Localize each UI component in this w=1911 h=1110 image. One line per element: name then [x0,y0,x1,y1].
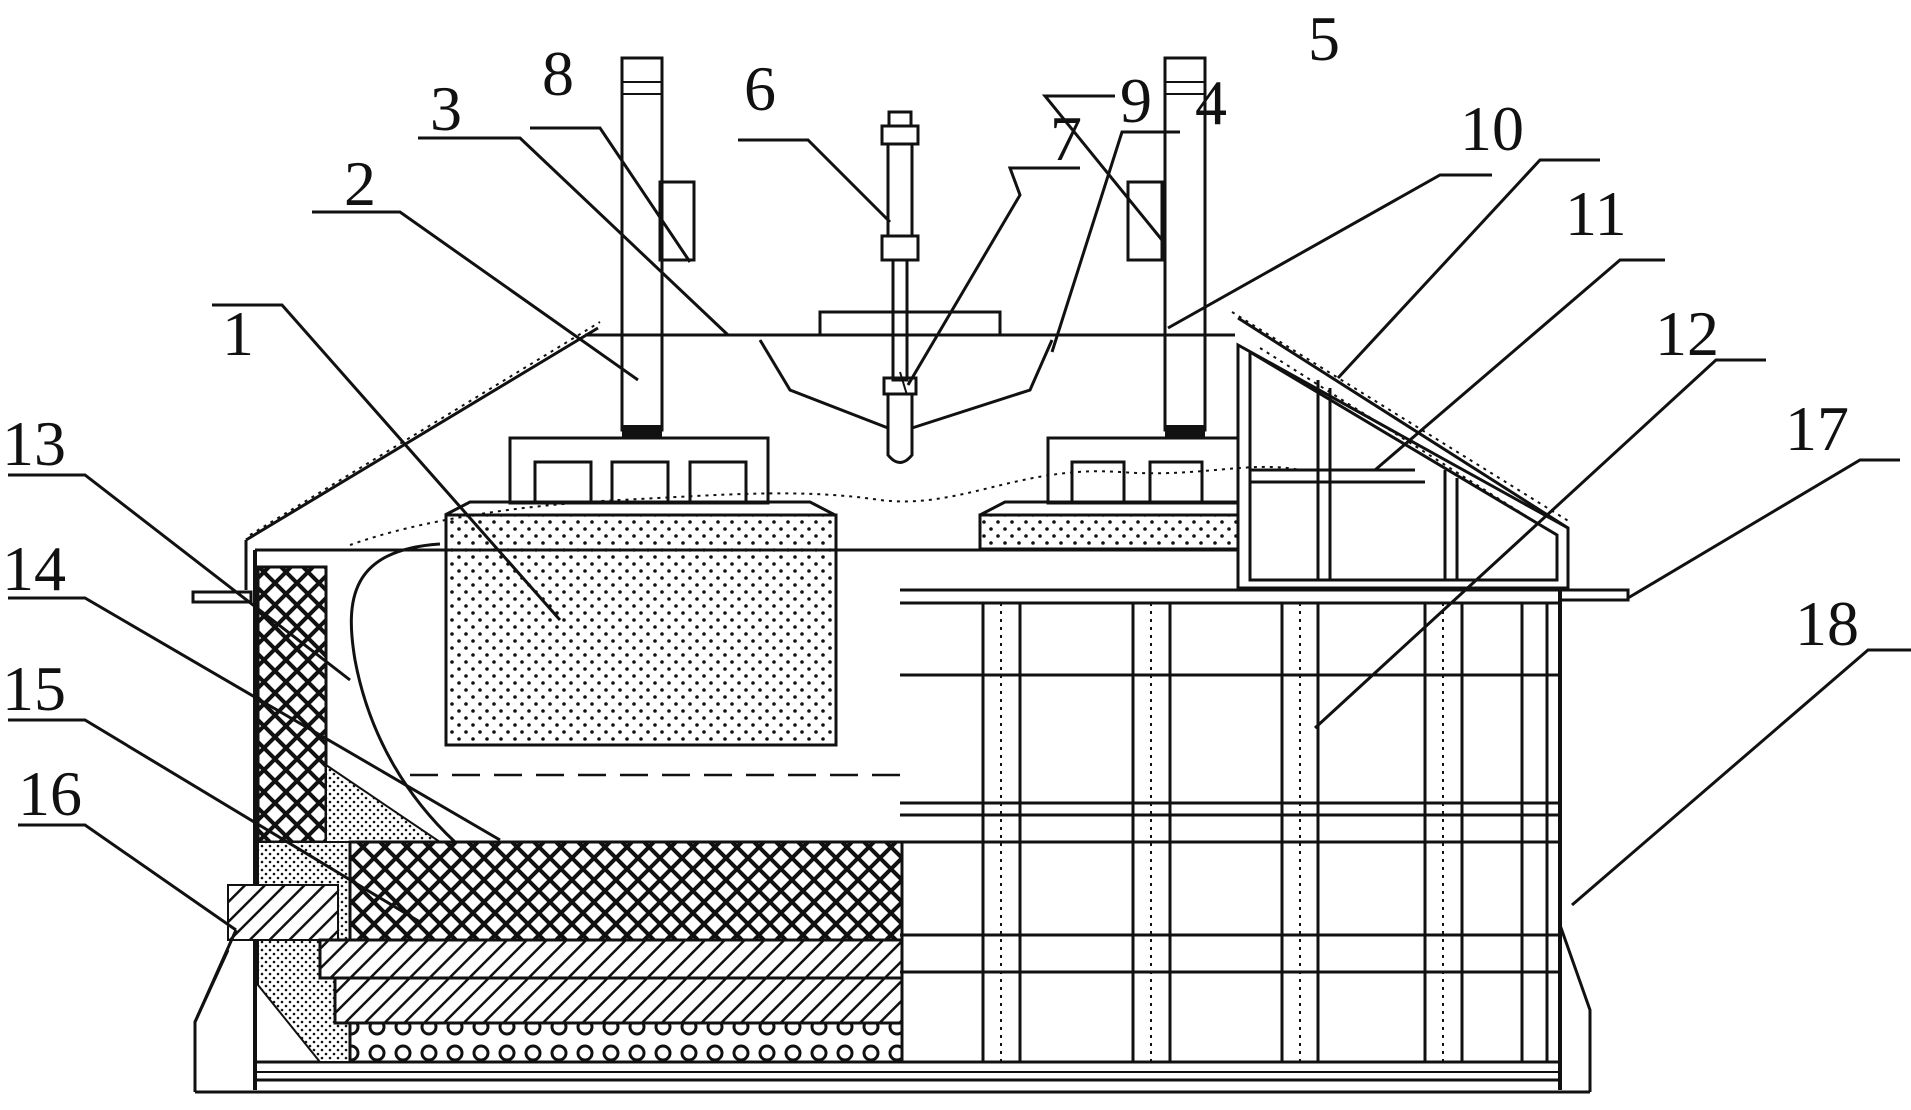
cathode-layers [318,840,904,1064]
anode-assembly-right [978,436,1240,551]
component-labels: 1 2 3 4 5 6 7 8 9 10 11 12 13 14 15 16 1… [2,3,1859,829]
label-9: 9 [1120,65,1152,136]
label-5: 5 [1308,3,1340,74]
label-6: 6 [744,53,776,124]
label-10: 10 [1460,93,1524,164]
label-4: 4 [1195,67,1227,138]
cell-hood [244,310,1571,590]
label-13: 13 [2,408,66,479]
feeder-chute [758,339,1054,430]
label-7: 7 [1050,103,1082,174]
label-3: 3 [430,73,462,144]
label-15: 15 [2,653,66,724]
label-18: 18 [1795,588,1859,659]
crust-breaker-cylinder [880,110,920,464]
label-8: 8 [542,38,574,109]
label-2: 2 [344,148,376,219]
label-11: 11 [1565,178,1627,249]
label-16: 16 [18,758,82,829]
exhaust-duct-box [1236,342,1570,590]
label-14: 14 [2,533,66,604]
anode-rod-right [1126,56,1207,437]
label-17: 17 [1785,393,1849,464]
label-1: 1 [222,298,254,369]
anode-assembly-left [444,436,838,747]
side-refractory [227,565,444,1063]
anode-rod-left [620,56,696,437]
leader-lines [8,94,1911,1023]
cooling-frame-right [900,588,1560,1062]
label-12: 12 [1655,298,1719,369]
